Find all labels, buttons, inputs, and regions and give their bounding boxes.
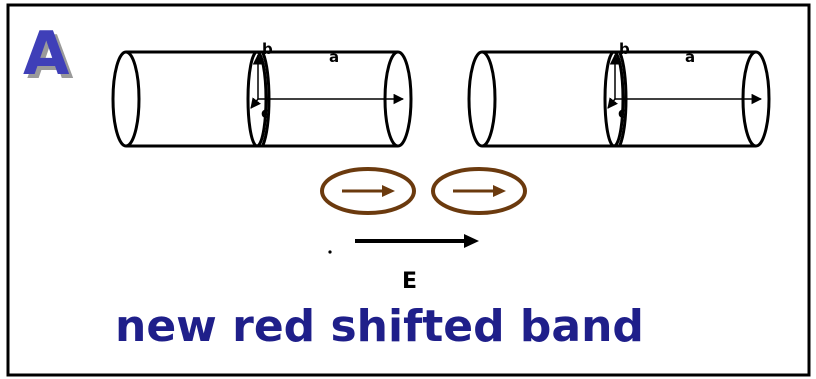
panel-label: A A xyxy=(23,19,74,93)
panel-letter: A xyxy=(23,19,70,89)
dipole-2 xyxy=(431,167,527,215)
axis-label-a: a xyxy=(685,48,695,66)
dipole-1 xyxy=(320,167,416,215)
axis-c-arrow xyxy=(250,97,261,109)
dipole-ellipse xyxy=(320,167,416,215)
cylinder-2: b a c xyxy=(467,40,771,148)
cylinder-1: b a c xyxy=(111,40,413,148)
axis-label-c: c xyxy=(261,104,270,122)
dipole-arrowhead xyxy=(493,185,506,197)
field-dot xyxy=(328,250,332,254)
panel-letter-shadow: A xyxy=(27,23,74,93)
field-label: E xyxy=(402,269,417,294)
axis-label-a: a xyxy=(329,48,339,66)
caption-text: new red shifted band xyxy=(115,301,644,352)
electric-field: E xyxy=(328,234,479,294)
field-arrowhead xyxy=(464,234,479,248)
axis-label-b: b xyxy=(262,40,273,58)
cylinder-body xyxy=(482,50,756,148)
axis-label-b: b xyxy=(619,40,630,58)
cylinder-left-cap xyxy=(111,50,141,148)
cylinder-left-cap xyxy=(467,50,497,148)
dipole-ellipse xyxy=(431,167,527,215)
axis-label-c: c xyxy=(618,104,627,122)
panel-frame xyxy=(6,3,811,377)
cylinder-body xyxy=(126,50,398,148)
dipole-arrowhead xyxy=(382,185,395,197)
axis-c-arrow xyxy=(607,97,618,109)
